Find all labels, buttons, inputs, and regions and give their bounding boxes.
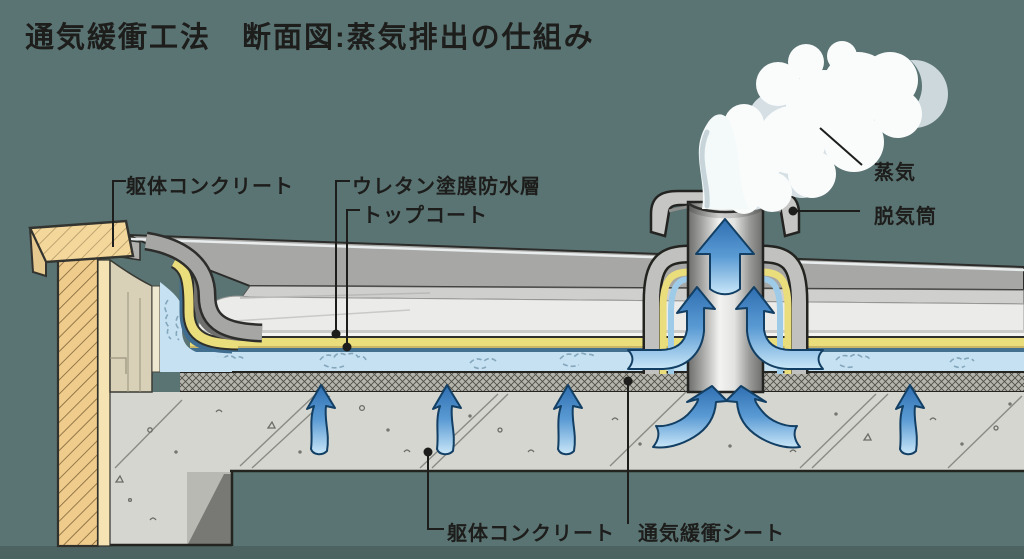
vapor-channel-band — [186, 352, 1024, 372]
concrete-hatch-lines — [114, 391, 1023, 469]
label-urethane-layer: ウレタン塗膜防水層 — [352, 176, 541, 198]
parapet-inner-board — [97, 259, 111, 547]
leader-dots — [331, 206, 798, 457]
buffer-sheet-band — [180, 371, 1024, 393]
vapor-arrows — [306, 218, 925, 456]
label-steam: 蒸気 — [874, 162, 916, 184]
steam-cloud — [698, 41, 948, 214]
label-top-coat: トップコート — [362, 205, 488, 227]
label-parapet-concrete: 躯体コンクリート — [126, 176, 294, 198]
gutter-trough — [144, 231, 263, 372]
parapet — [28, 219, 161, 548]
parapet-wall — [56, 252, 100, 548]
label-vent-pipe: 脱気筒 — [874, 206, 937, 228]
parapet-upstand — [109, 258, 153, 393]
vent-exit-arrow — [695, 218, 755, 296]
leader-lines — [112, 127, 863, 530]
waterproof-layer-bands — [180, 330, 1024, 393]
diagram-title: 通気緩衝工法 断面図:蒸気排出の仕組み — [25, 22, 595, 54]
urethane-layer-band — [190, 338, 1024, 348]
label-buffer-sheet: 通気緩衝シート — [638, 523, 785, 545]
parapet-cap — [28, 219, 135, 278]
label-slab-concrete: 躯体コンクリート — [447, 523, 615, 545]
bottom-shade — [0, 546, 1024, 559]
steam-stem — [698, 114, 749, 209]
